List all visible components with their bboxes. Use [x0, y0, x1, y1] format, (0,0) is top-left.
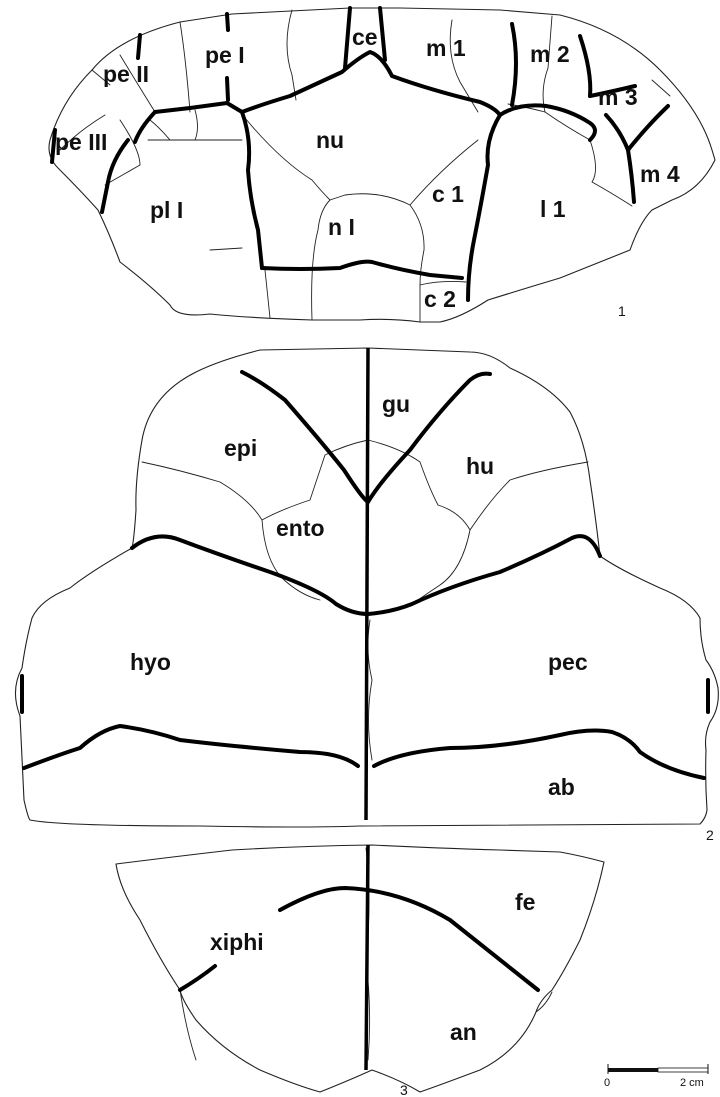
label-m-3: m 3: [598, 84, 638, 110]
label-pl-1: pl I: [150, 197, 183, 223]
label-pe-3: pe III: [55, 129, 107, 155]
label-fe: fe: [515, 889, 535, 915]
label-xiphi: xiphi: [210, 929, 264, 955]
label-nu: nu: [316, 127, 344, 153]
label-m-1: m 1: [426, 35, 466, 61]
label-epi: epi: [224, 435, 257, 461]
carapace-outline: [49, 8, 715, 322]
figure-number-2: 2: [706, 827, 714, 843]
figure-number-1: 1: [618, 303, 626, 319]
label-c-2: c 2: [424, 286, 456, 312]
scale-bar: 0 2 cm: [604, 1064, 708, 1089]
scale-bar-dark-segment: [608, 1068, 658, 1072]
label-hyo: hyo: [130, 649, 171, 675]
label-ab: ab: [548, 774, 575, 800]
label-gu: gu: [382, 391, 410, 417]
label-c-1: c 1: [432, 181, 464, 207]
label-n-1: n I: [328, 214, 355, 240]
posterior-lobe-outline: [116, 845, 604, 1092]
figure-number-3: 3: [400, 1082, 408, 1097]
label-pe-1: pe I: [205, 42, 245, 68]
label-pe-2: pe II: [103, 61, 149, 87]
label-m-2: m 2: [530, 41, 570, 67]
label-ce: ce: [352, 24, 378, 50]
scale-bar-start-label: 0: [604, 1077, 610, 1089]
label-an: an: [450, 1019, 477, 1045]
label-pec: pec: [548, 649, 588, 675]
label-l-1: l 1: [540, 196, 566, 222]
posterior-lobe-drawing: fe xiphi an 3: [116, 845, 604, 1097]
scale-bar-light-segment: [658, 1068, 708, 1072]
carapace-drawing: ce pe I pe II pe III m 1 m 2 m 3 m 4 nu …: [49, 8, 715, 322]
plastron-drawing: gu epi hu ento hyo pec ab 2: [15, 348, 718, 843]
scale-bar-end-label: 2 cm: [680, 1077, 704, 1089]
label-hu: hu: [466, 453, 494, 479]
label-m-4: m 4: [640, 161, 680, 187]
label-ento: ento: [276, 515, 325, 541]
